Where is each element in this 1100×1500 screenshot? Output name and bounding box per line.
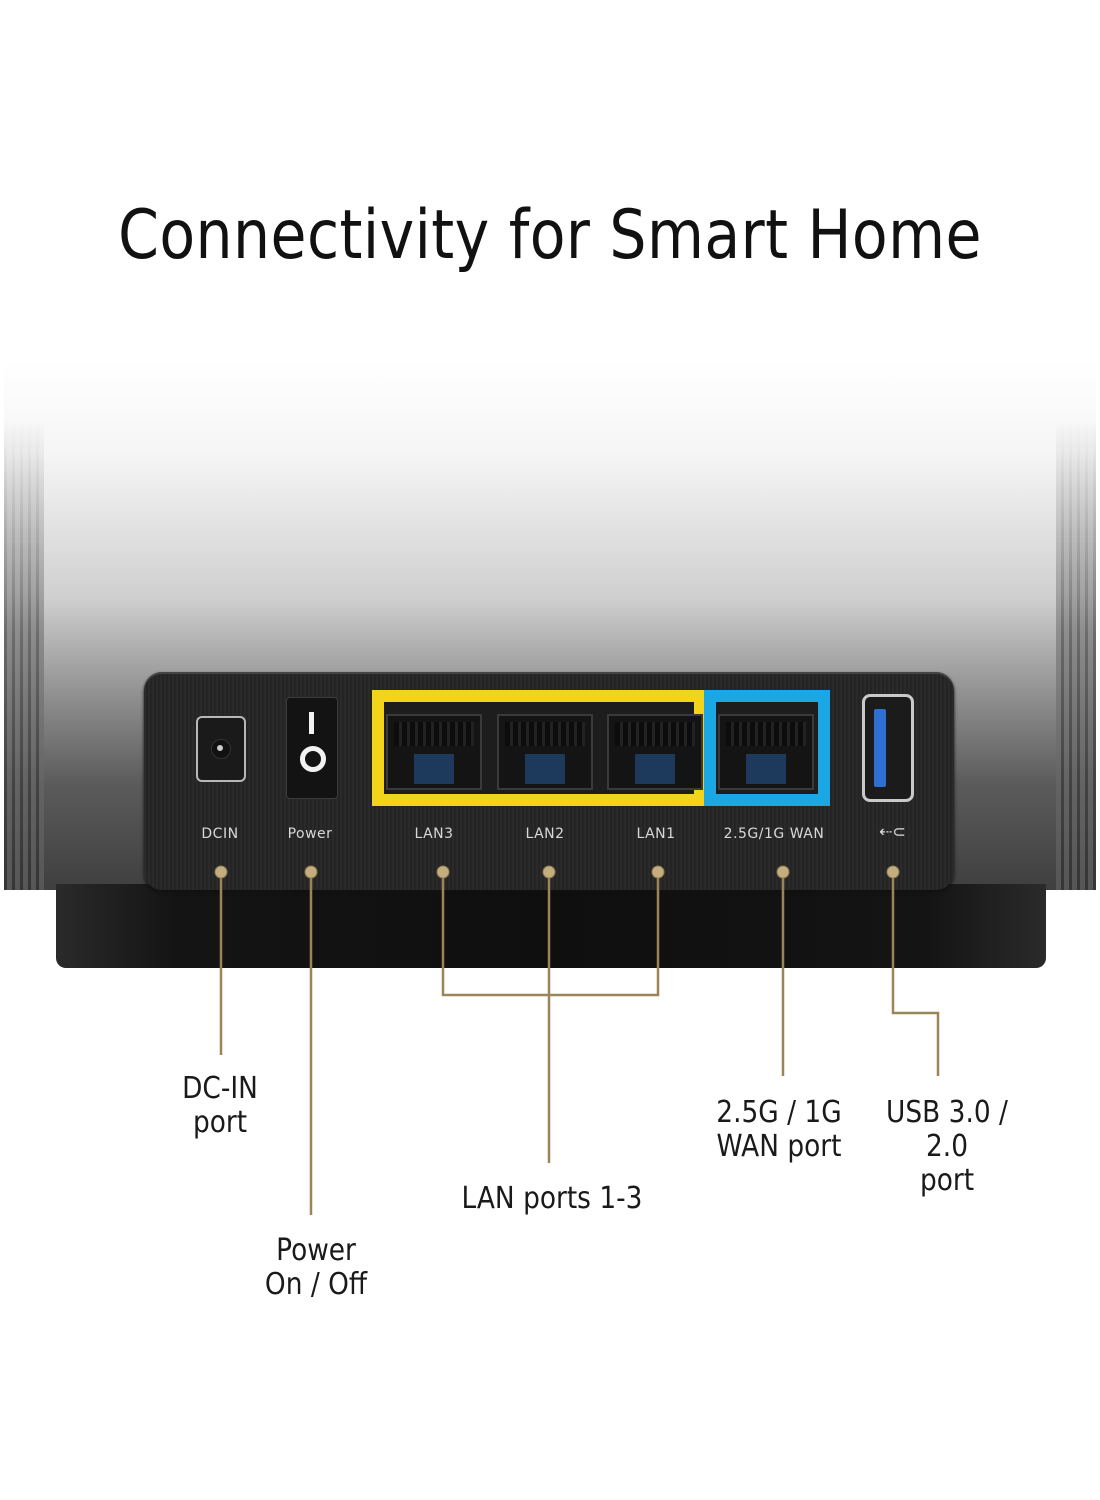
label-lan1: LAN1 — [636, 826, 676, 842]
callout-usb-line2: port — [919, 1163, 975, 1198]
router-side-ribs-left — [4, 420, 44, 890]
leader-dot-lan3 — [436, 865, 450, 879]
rj45-clip — [414, 754, 454, 784]
rj45-contacts — [615, 722, 695, 746]
power-switch — [286, 697, 338, 799]
callout-usb-line1: USB 3.0 / 2.0 — [886, 1095, 1008, 1164]
leader-dot-lan2 — [542, 865, 556, 879]
rj45-contacts — [726, 722, 806, 746]
rj45-contacts — [505, 722, 585, 746]
leader-line-lan-bracket — [441, 872, 660, 997]
callout-lan: LAN ports 1-3 — [446, 1182, 657, 1216]
label-power: Power — [287, 826, 333, 842]
leader-dot-usb — [886, 865, 900, 879]
label-lan3: LAN3 — [414, 826, 454, 842]
callout-dcin: DC-IN port — [158, 1072, 281, 1140]
leader-dot-dcin — [214, 865, 228, 879]
callout-power-line1: Power — [276, 1233, 356, 1268]
callout-wan-line1: 2.5G / 1G — [716, 1095, 842, 1130]
callout-power: Power On / Off — [237, 1234, 395, 1302]
leader-line-usb — [891, 872, 940, 1076]
callout-usb: USB 3.0 / 2.0 port — [863, 1096, 1030, 1198]
callout-power-line2: On / Off — [264, 1267, 368, 1302]
lan1-port — [607, 714, 703, 790]
lan3-port — [386, 714, 482, 790]
callout-lan-line1: LAN ports 1-3 — [461, 1181, 643, 1216]
label-lan2: LAN2 — [525, 826, 565, 842]
callout-dcin-line2: port — [192, 1105, 248, 1140]
usb-icon: ⇠⊂ — [879, 824, 906, 841]
power-on-symbol-icon — [309, 712, 314, 734]
leader-dot-wan — [776, 865, 790, 879]
usb-tongue — [874, 709, 886, 787]
rj45-clip — [525, 754, 565, 784]
dc-in-port — [196, 716, 246, 782]
dc-in-pin — [217, 745, 223, 751]
wan-port — [718, 714, 814, 790]
leader-dot-lan1 — [651, 865, 665, 879]
power-off-symbol-icon — [300, 746, 326, 772]
label-wan: 2.5G/1G WAN — [723, 826, 825, 842]
rj45-clip — [635, 754, 675, 784]
usb-port — [862, 694, 914, 802]
lan2-port — [497, 714, 593, 790]
label-dcin: DCIN — [201, 826, 239, 842]
rj45-contacts — [394, 722, 474, 746]
rj45-clip — [746, 754, 786, 784]
page-title: Connectivity for Smart Home — [118, 196, 982, 275]
callout-wan: 2.5G / 1G WAN port — [706, 1096, 852, 1164]
router-side-ribs-right — [1056, 420, 1096, 890]
callout-wan-line2: WAN port — [716, 1129, 842, 1164]
callout-dcin-line1: DC-IN — [182, 1071, 258, 1106]
leader-dot-power — [304, 865, 318, 879]
